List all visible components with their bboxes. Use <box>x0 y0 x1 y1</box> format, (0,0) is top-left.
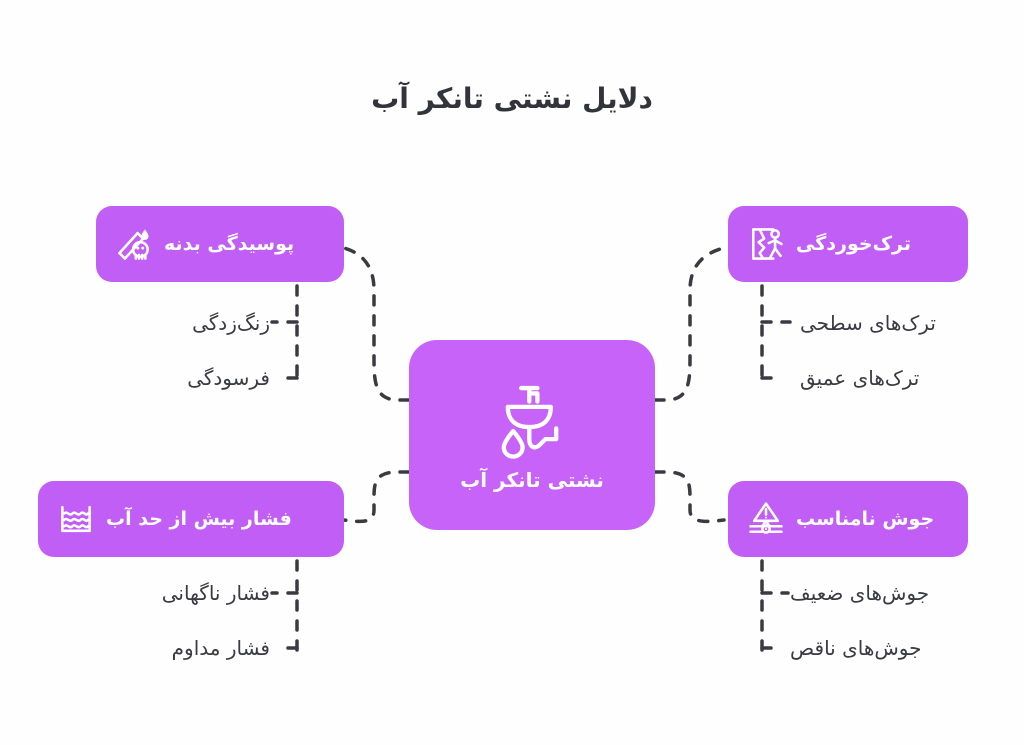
connector-center-to-cracking <box>653 246 726 402</box>
subitem-corrosion-2: فرسودگی <box>187 366 270 390</box>
warning-weld-joint-icon <box>746 499 786 539</box>
subitem-pressure-1: فشار ناگهانی <box>161 581 270 605</box>
page-title: دلایل نشتی تانکر آب <box>371 82 653 115</box>
branch-node-pressure[interactable]: فشار بیش از حد آب <box>38 481 344 557</box>
connector-center-to-corrosion <box>342 246 411 402</box>
cracked-wall-icon <box>746 224 786 264</box>
sink-faucet-water-drop-icon <box>489 380 575 466</box>
subitem-pressure-2: فشار مداوم <box>171 636 270 660</box>
branch-node-corrosion[interactable]: پوسیدگی بدنه <box>96 206 344 282</box>
corroded-pipe-icon <box>114 224 154 264</box>
branch-node-pressure-label: فشار بیش از حد آب <box>106 507 292 530</box>
subitem-cracking-1: ترک‌های سطحی <box>800 311 936 335</box>
branch-node-corrosion-label: پوسیدگی بدنه <box>164 232 295 255</box>
connector-center-to-welding <box>653 470 726 524</box>
center-node-label: نشتی تانکر آب <box>460 468 604 492</box>
branch-node-welding[interactable]: جوش نامناسب <box>728 481 968 557</box>
subitem-welding-2: جوش‌های ناقص <box>790 636 922 660</box>
subitem-corrosion-1: زنگ‌زدگی <box>192 311 270 335</box>
branch-node-welding-label: جوش نامناسب <box>796 507 935 530</box>
branch-node-cracking[interactable]: ترک‌خوردگی <box>728 206 968 282</box>
branch-node-cracking-label: ترک‌خوردگی <box>796 232 911 255</box>
subitem-welding-1: جوش‌های ضعیف <box>790 581 930 605</box>
water-level-waves-icon <box>56 499 96 539</box>
center-node[interactable]: نشتی تانکر آب <box>409 340 655 530</box>
subitem-cracking-2: ترک‌های عمیق <box>800 366 920 390</box>
connector-center-to-pressure <box>342 470 411 524</box>
